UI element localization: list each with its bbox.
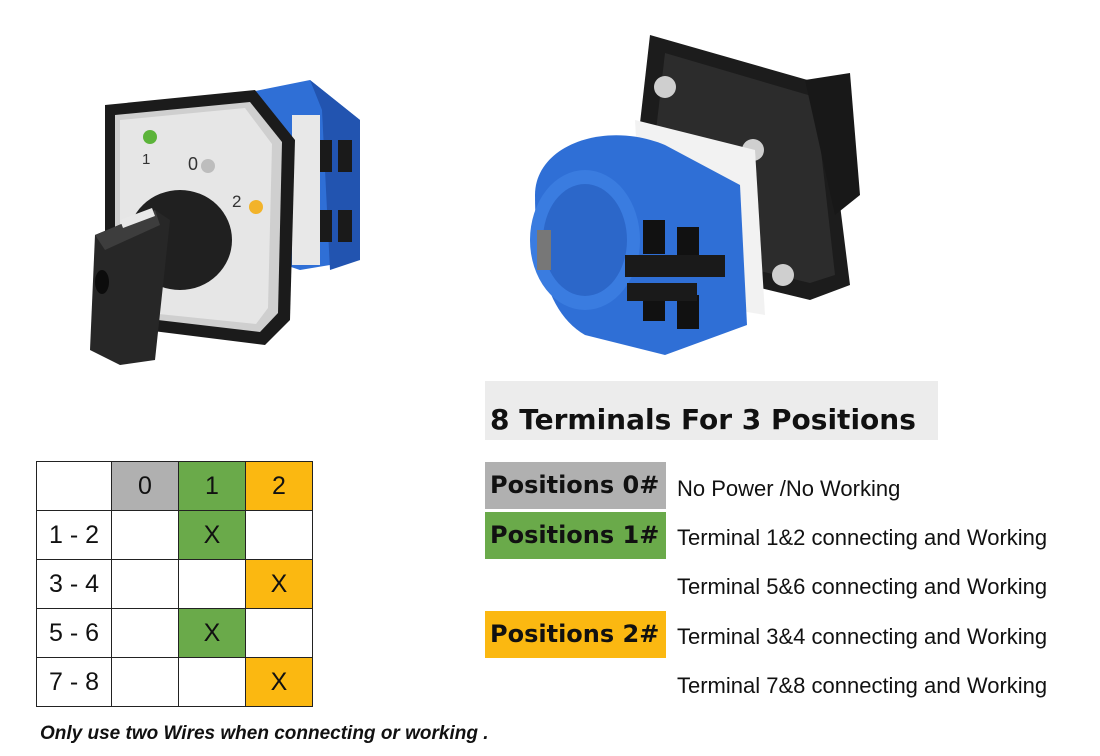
table-cell-terminals: 1 - 2 bbox=[36, 510, 112, 560]
position-1-label: Positions 1# bbox=[485, 512, 666, 559]
table-cell: X bbox=[245, 559, 313, 609]
table-row: 5 - 6 X bbox=[36, 608, 313, 658]
table-cell bbox=[111, 657, 179, 707]
table-cell: X bbox=[178, 510, 246, 560]
table-cell bbox=[178, 559, 246, 609]
position-0-label: Positions 0# bbox=[485, 462, 666, 509]
switch-front-photo: 1 0 2 bbox=[90, 80, 360, 365]
table-cell-terminals: 3 - 4 bbox=[36, 559, 112, 609]
green-dot-icon bbox=[143, 130, 157, 144]
position-2-description: Terminal 3&4 connecting and Working bbox=[677, 624, 1048, 649]
table-cell bbox=[111, 608, 179, 658]
gray-dot-icon bbox=[201, 159, 215, 173]
table-cell: X bbox=[245, 657, 313, 707]
position-1-description: Terminal 1&2 connecting and Working bbox=[677, 525, 1048, 550]
table-header-row: 0 1 2 bbox=[36, 461, 313, 511]
yellow-dot-icon bbox=[249, 200, 263, 214]
dial-label-0: 0 bbox=[188, 154, 198, 174]
table-header-cell: 1 bbox=[178, 461, 246, 511]
rotary-knob bbox=[90, 190, 232, 365]
switch-rear-photo bbox=[530, 35, 860, 355]
table-cell bbox=[111, 559, 179, 609]
page-title: 8 Terminals For 3 Positions bbox=[490, 403, 916, 436]
table-cell: X bbox=[178, 608, 246, 658]
position-2-label: Positions 2# bbox=[485, 611, 666, 658]
table-cell bbox=[178, 657, 246, 707]
table-header-cell: 2 bbox=[245, 461, 313, 511]
table-row: 7 - 8 X bbox=[36, 657, 313, 707]
heading-background bbox=[485, 381, 938, 440]
table-cell-terminals: 5 - 6 bbox=[36, 608, 112, 658]
table-row: 3 - 4 X bbox=[36, 559, 313, 609]
table-cell-terminals: 7 - 8 bbox=[36, 657, 112, 707]
table-cell bbox=[245, 608, 313, 658]
position-2-description-2: Terminal 7&8 connecting and Working bbox=[677, 673, 1048, 698]
table-cell bbox=[245, 510, 313, 560]
table-row: 1 - 2 X bbox=[36, 510, 313, 560]
table-header-cell: 0 bbox=[111, 461, 179, 511]
dial-label-1: 1 bbox=[142, 151, 150, 168]
table-header-cell bbox=[36, 461, 112, 511]
position-0-description: No Power /No Working bbox=[677, 476, 901, 501]
blue-cam-body bbox=[530, 135, 747, 355]
position-1-description-2: Terminal 5&6 connecting and Working bbox=[677, 574, 1048, 599]
contact-truth-table: 0 1 2 1 - 2 X 3 - 4 X 5 - 6 X 7 - 8 X bbox=[36, 461, 313, 707]
footnote: Only use two Wires when connecting or wo… bbox=[40, 723, 489, 744]
table-cell bbox=[111, 510, 179, 560]
dial-label-2: 2 bbox=[232, 192, 241, 211]
